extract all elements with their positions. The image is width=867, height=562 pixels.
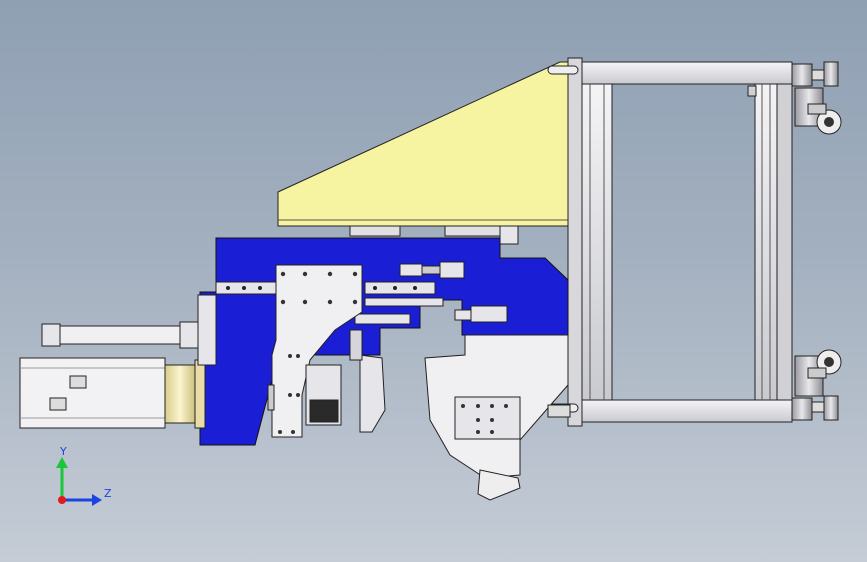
triad-z-label: Z: [104, 487, 112, 500]
servo-motor[interactable]: [19, 357, 206, 429]
gripper-assembly[interactable]: [267, 329, 386, 433]
pneumatic-cylinder[interactable]: [41, 294, 217, 366]
steel-frame[interactable]: [547, 57, 793, 427]
pneumatic-fittings[interactable]: [399, 261, 508, 323]
foot-top: [791, 61, 842, 135]
leveling-feet[interactable]: [791, 61, 842, 421]
coordinate-triad: Y Z: [56, 445, 112, 506]
linear-rails[interactable]: [215, 281, 444, 325]
foot-bottom: [791, 349, 842, 421]
cutting-head[interactable]: [424, 334, 571, 501]
yellow-wedge-cover[interactable]: [277, 61, 573, 245]
triad-y-label: Y: [59, 445, 67, 458]
mounting-bracket[interactable]: [271, 264, 363, 438]
